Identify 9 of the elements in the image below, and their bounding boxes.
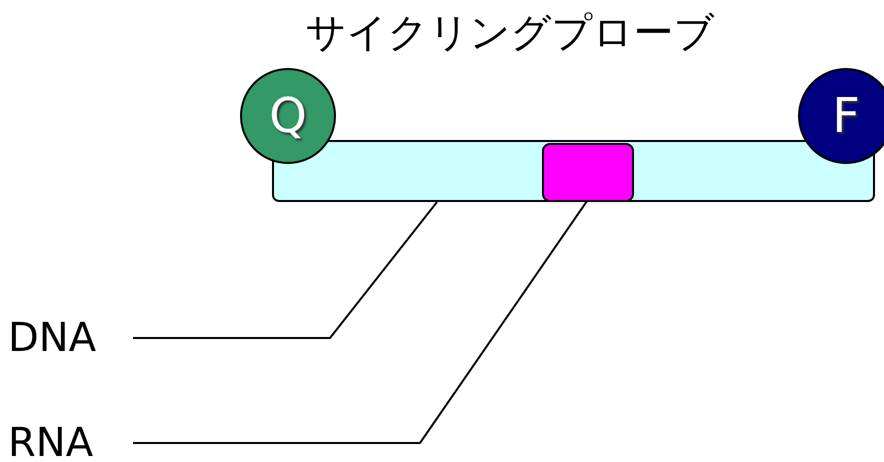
- rna-segment: [542, 143, 634, 202]
- leader-line: [133, 200, 588, 444]
- quencher-circle: Q: [240, 68, 336, 164]
- label-text: RNA: [8, 418, 123, 462]
- fluorophore-circle: F: [798, 68, 884, 164]
- probe-bar: [272, 140, 875, 202]
- title: サイクリングプローブ: [304, 9, 716, 58]
- label-text: DNA: [8, 313, 123, 363]
- leader-line: [133, 201, 438, 339]
